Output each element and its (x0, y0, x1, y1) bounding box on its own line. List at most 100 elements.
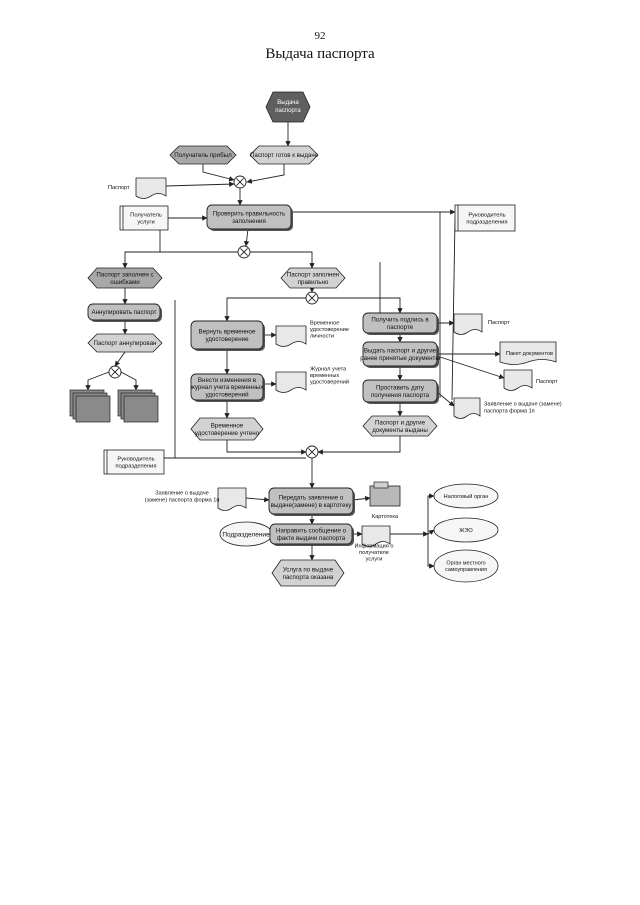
flow-line (114, 351, 126, 367)
flow-line (427, 529, 435, 535)
annul-docs-right-document-stack (117, 389, 159, 423)
org-dept-label: Подразделение (222, 531, 270, 538)
page-title: Выдача паспорта (265, 46, 375, 62)
flow-line (250, 251, 315, 269)
flow-line (122, 251, 238, 269)
flow-line (85, 371, 110, 391)
flow-line (427, 493, 435, 534)
doc-passport-top-label: Паспорт (108, 185, 130, 191)
flow-line (165, 181, 235, 187)
org-zheo-org-unit: ЖЭО (433, 517, 499, 543)
annul-docs-left-document-stack (69, 389, 111, 423)
flow-line (246, 164, 285, 184)
page-number: 92 (314, 30, 326, 42)
flow-line (226, 440, 307, 455)
org-tax-label: Налоговый орган (444, 493, 489, 500)
flow-line (245, 496, 270, 503)
doc-passport-top-document: Паспорт (108, 177, 167, 199)
flow-line (451, 217, 456, 401)
diagram-edges (85, 122, 505, 569)
doc-package-document: Пакет документов (499, 341, 557, 365)
doc-package-label: Пакет документов (506, 351, 553, 357)
xor-connector-top (233, 175, 247, 189)
evt-annulled-label: Паспорт аннулирован (94, 340, 157, 347)
func-annul-function: Аннулировать паспорт (87, 303, 162, 322)
doc-passport-right-label: Паспорт (488, 320, 510, 326)
flow-line (427, 534, 435, 569)
flow-line (202, 164, 235, 182)
doc-card-index-label: Картотека (372, 514, 399, 520)
evt-annulled-event: Паспорт аннулирован (87, 333, 163, 353)
evt-ready-label: Паспорт готов к выдаче (250, 152, 319, 159)
doc-application-right-document: Заявление о выдаче (замене)паспорта форм… (453, 397, 562, 419)
func-annul-label: Аннулировать паспорт (92, 309, 157, 316)
xor-connector-4 (108, 365, 122, 379)
evt-recipient-arrived-label: Получатель прибыл (174, 152, 232, 159)
flow-line (436, 355, 505, 380)
doc-passport-right-document: Паспорт (453, 313, 510, 335)
xor-connector-2 (237, 245, 251, 259)
org-tax-org-unit: Налоговый орган (433, 483, 499, 509)
flow-line (243, 228, 250, 247)
flow-line (318, 297, 403, 314)
evt-ready-event: Паспорт готов к выдаче (249, 145, 319, 165)
org-dept-org-unit: Подразделение (219, 521, 273, 547)
flow-line (224, 297, 306, 322)
flow-line (352, 495, 371, 502)
xor-connector-5 (305, 445, 319, 459)
doc-application-left-label: Заявление о выдаче(замене) паспорта форм… (145, 491, 220, 504)
xor-connector-3 (305, 291, 319, 305)
evt-recipient-arrived-event: Получатель прибыл (169, 145, 237, 165)
doc-card-index-document: Картотека (369, 481, 401, 520)
doc-passport-right2-label: Паспорт (536, 379, 558, 385)
flow-line (317, 436, 401, 455)
doc-passport-right2-document: Паспорт (503, 369, 558, 391)
doc-application-right-label: Заявление о выдаче (замене)паспорта форм… (484, 402, 562, 415)
flow-line (120, 371, 139, 391)
doc-application-left-document: Заявление о выдаче(замене) паспорта форм… (145, 487, 247, 511)
